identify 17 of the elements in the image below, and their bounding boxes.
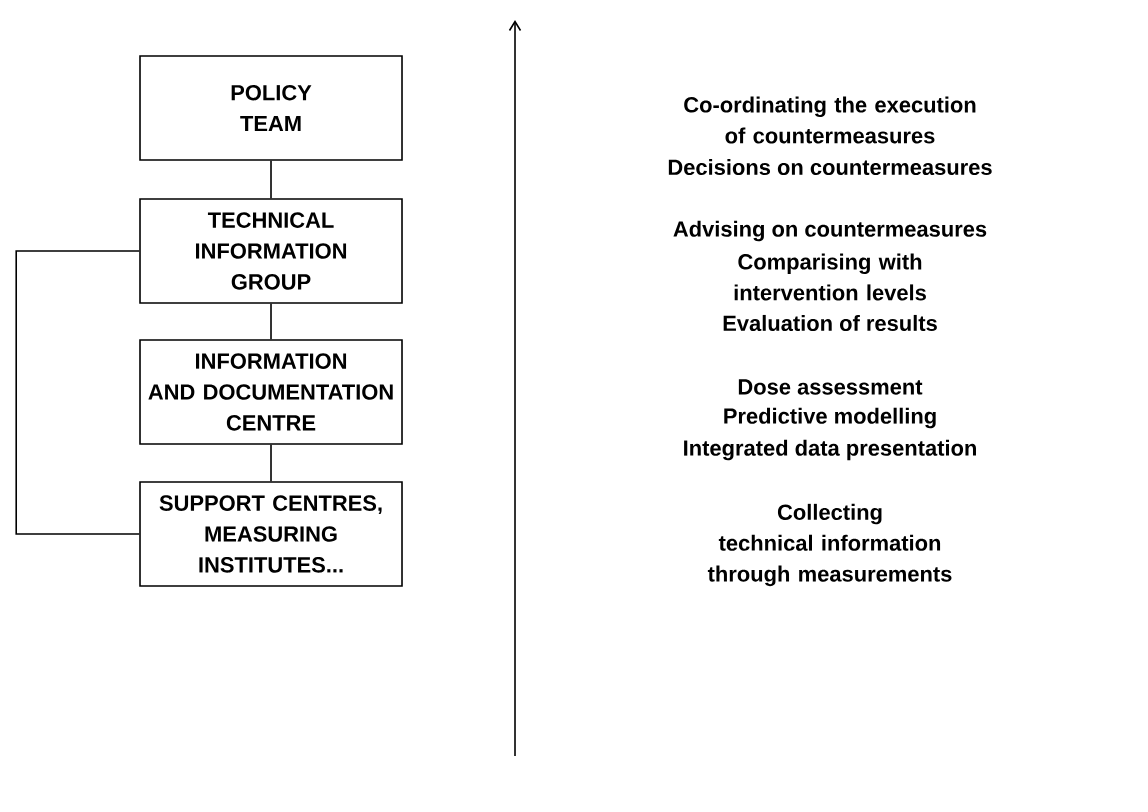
description-text: Comparising with intervention levels bbox=[734, 253, 926, 301]
description-text: Dose assessment bbox=[738, 379, 923, 395]
description-text: Predictive modelling bbox=[724, 407, 936, 429]
process-box: SUPPORT CENTRES, MEASURING INSTITUTES... bbox=[139, 481, 403, 587]
description-text: Decisions on countermeasures bbox=[668, 158, 992, 176]
process-box: TECHNICAL INFORMATION GROUP bbox=[139, 198, 403, 304]
process-box: INFORMATION AND DOCUMENTATION CENTRE bbox=[139, 339, 403, 445]
description-text: Evaluation of results bbox=[723, 314, 937, 332]
description-text: Collecting technical information through measurements bbox=[707, 503, 952, 587]
process-box: POLICY TEAM bbox=[139, 55, 403, 161]
description-text: Integrated data presentation bbox=[684, 439, 976, 461]
description-text: Co-ordinating the execution of countermeasures bbox=[684, 96, 976, 144]
description-text: Advising on countermeasures bbox=[673, 220, 987, 242]
connector-line bbox=[270, 444, 272, 482]
connector-line bbox=[270, 303, 272, 340]
connector-line bbox=[270, 160, 272, 199]
connector-line bbox=[15, 250, 140, 535]
